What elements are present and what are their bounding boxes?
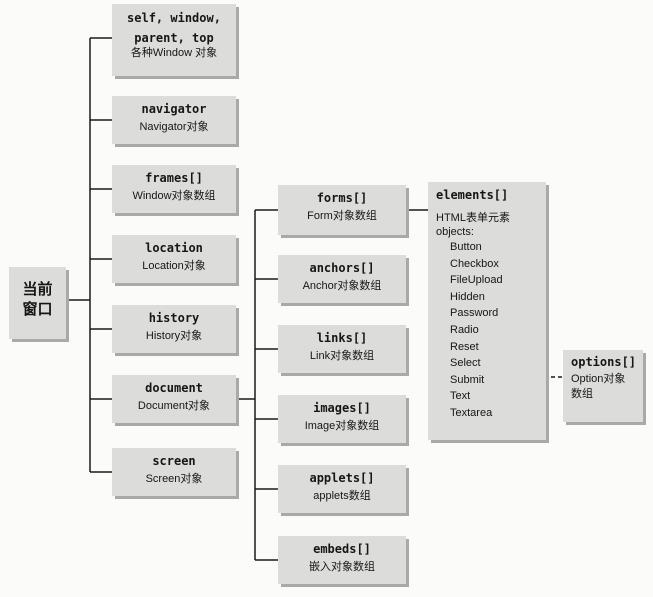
forms-box: forms[] Form对象数组 — [278, 185, 406, 235]
images-desc: Image对象数组 — [304, 420, 380, 432]
form-element-types-list: Button Checkbox FileUpload Hidden Passwo… — [436, 239, 540, 422]
location-box: location Location对象 — [112, 235, 236, 283]
document-desc: Document对象 — [137, 400, 211, 412]
element-type-hidden: Hidden — [450, 290, 485, 303]
images-box: images[] Image对象数组 — [278, 395, 406, 443]
history-title: history — [148, 311, 200, 325]
frames-desc: Window对象数组 — [132, 190, 216, 202]
images-title: images[] — [313, 401, 371, 415]
applets-desc: applets数组 — [313, 490, 371, 502]
navigator-title: navigator — [141, 102, 207, 116]
document-title: document — [145, 381, 203, 395]
element-type-button: Button — [450, 241, 482, 253]
anchors-desc: Anchor对象数组 — [302, 280, 382, 292]
links-title: links[] — [316, 331, 368, 345]
elements-desc-line1: HTML表单元素 — [436, 212, 510, 224]
frames-title: frames[] — [145, 171, 203, 185]
screen-desc: Screen对象 — [145, 473, 203, 485]
element-type-password: Password — [450, 307, 499, 320]
element-type-checkbox: Checkbox — [450, 257, 499, 270]
anchors-box: anchors[] Anchor对象数组 — [278, 255, 406, 303]
options-title: options[] — [571, 355, 637, 369]
anchors-title: anchors[] — [309, 261, 375, 275]
elements-box: elements[] HTML表单元素 objects: Button Chec… — [428, 182, 546, 440]
history-desc: History对象 — [145, 330, 203, 342]
screen-title: screen — [152, 454, 196, 468]
element-type-textarea: Textarea — [450, 406, 493, 419]
navigator-box: navigator Navigator对象 — [112, 96, 236, 144]
applets-box: applets[] applets数组 — [278, 465, 406, 513]
location-title: location — [145, 241, 203, 255]
elements-desc-line2: objects: — [436, 226, 474, 238]
current-window-box: 当前 窗口 — [9, 267, 66, 339]
embeds-title: embeds[] — [313, 542, 371, 556]
forms-desc: Form对象数组 — [307, 210, 377, 222]
embeds-box: embeds[] 嵌入对象数组 — [278, 536, 406, 584]
self-window-parent-top-desc: 各种Window 对象 — [130, 47, 218, 59]
screen-box: screen Screen对象 — [112, 448, 236, 496]
element-type-select: Select — [450, 357, 481, 370]
history-box: history History对象 — [112, 305, 236, 353]
self-window-parent-top-box: self, window, parent, top 各种Window 对象 — [112, 4, 236, 76]
current-window-label-line2: 窗口 — [22, 300, 53, 318]
navigator-desc: Navigator对象 — [139, 121, 209, 133]
links-desc: Link对象数组 — [309, 350, 375, 362]
links-box: links[] Link对象数组 — [278, 325, 406, 373]
current-window-label-line1: 当前 — [22, 280, 53, 298]
forms-title: forms[] — [316, 191, 368, 205]
element-type-radio: Radio — [450, 323, 479, 336]
elements-title: elements[] — [436, 188, 509, 202]
document-box: document Document对象 — [112, 375, 236, 423]
element-type-reset: Reset — [450, 340, 479, 353]
element-type-text: Text — [450, 390, 471, 403]
self-window-parent-top-title-line1: self, window, — [127, 11, 221, 25]
element-type-submit: Submit — [450, 373, 485, 386]
frames-box: frames[] Window对象数组 — [112, 165, 236, 213]
applets-title: applets[] — [309, 471, 375, 485]
location-desc: Location对象 — [142, 260, 206, 272]
options-box: options[] Option对象 数组 — [563, 350, 643, 422]
self-window-parent-top-title-line2: parent, top — [134, 31, 214, 45]
embeds-desc: 嵌入对象数组 — [309, 561, 375, 573]
options-desc-line1: Option对象 — [571, 373, 626, 385]
element-type-fileupload: FileUpload — [450, 274, 503, 287]
options-desc-line2: 数组 — [571, 388, 593, 400]
